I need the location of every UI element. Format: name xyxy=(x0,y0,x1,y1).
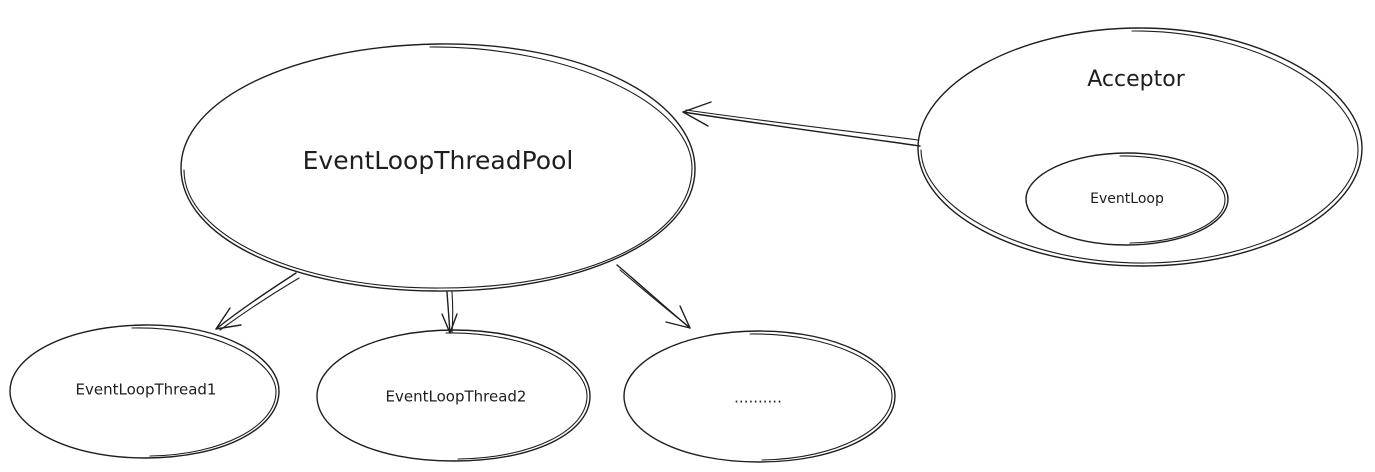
node-event-loop-thread-1-label: EventLoopThread1 xyxy=(76,381,217,399)
node-event-loop-thread-2-label: EventLoopThread2 xyxy=(386,388,527,406)
node-more-threads-label: .......... xyxy=(734,389,782,407)
node-acceptor-label: Acceptor xyxy=(1087,67,1185,92)
edge-pool-to-thread-2 xyxy=(441,291,458,334)
node-acceptor[interactable]: Acceptor EventLoop xyxy=(917,27,1363,267)
node-event-loop-thread-pool[interactable]: EventLoopThreadPool xyxy=(180,43,696,292)
edge-acceptor-to-pool-arrowhead xyxy=(682,101,712,127)
edge-pool-to-thread-2-line xyxy=(446,291,451,334)
node-event-loop-thread-pool-shape-sketch xyxy=(183,46,693,289)
edge-pool-to-more-arrowhead xyxy=(665,305,691,329)
node-more-threads-shape-sketch xyxy=(749,333,893,461)
node-acceptor-event-loop-shape xyxy=(1025,152,1229,246)
node-event-loop-thread-2[interactable]: EventLoopThread2 xyxy=(316,329,591,462)
node-acceptor-event-loop[interactable]: EventLoop xyxy=(1025,152,1229,246)
node-acceptor-shape-sketch xyxy=(920,30,1359,264)
node-event-loop-thread-pool-shape xyxy=(180,43,696,292)
node-acceptor-event-loop-shape-sketch xyxy=(1119,155,1226,244)
node-acceptor-shape xyxy=(917,27,1363,267)
edge-pool-to-thread-1-arrowhead xyxy=(215,307,242,330)
node-acceptor-event-loop-label: EventLoop xyxy=(1090,191,1164,207)
node-more-threads[interactable]: .......... xyxy=(623,330,896,463)
edge-pool-to-more-line-sketch xyxy=(619,269,689,327)
edge-pool-to-thread-1-line-sketch xyxy=(219,277,300,331)
node-event-loop-thread-1-shape-sketch xyxy=(131,327,277,457)
node-event-loop-thread-1-shape xyxy=(9,324,280,459)
edge-pool-to-thread-1-line xyxy=(215,272,297,330)
edge-pool-to-thread-1 xyxy=(215,272,300,331)
node-event-loop-thread-2-shape xyxy=(316,329,591,462)
edge-pool-to-thread-2-arrowhead xyxy=(441,313,458,334)
node-event-loop-thread-2-shape-sketch xyxy=(445,332,588,460)
node-more-threads-shape xyxy=(623,330,896,463)
node-event-loop-thread-1[interactable]: EventLoopThread1 xyxy=(9,324,280,459)
edge-pool-to-more xyxy=(616,264,691,329)
node-event-loop-thread-pool-label: EventLoopThreadPool xyxy=(303,146,574,175)
edge-acceptor-to-pool-line xyxy=(682,111,921,147)
edge-acceptor-to-pool-line-sketch xyxy=(685,109,919,141)
edge-acceptor-to-pool xyxy=(682,101,921,147)
